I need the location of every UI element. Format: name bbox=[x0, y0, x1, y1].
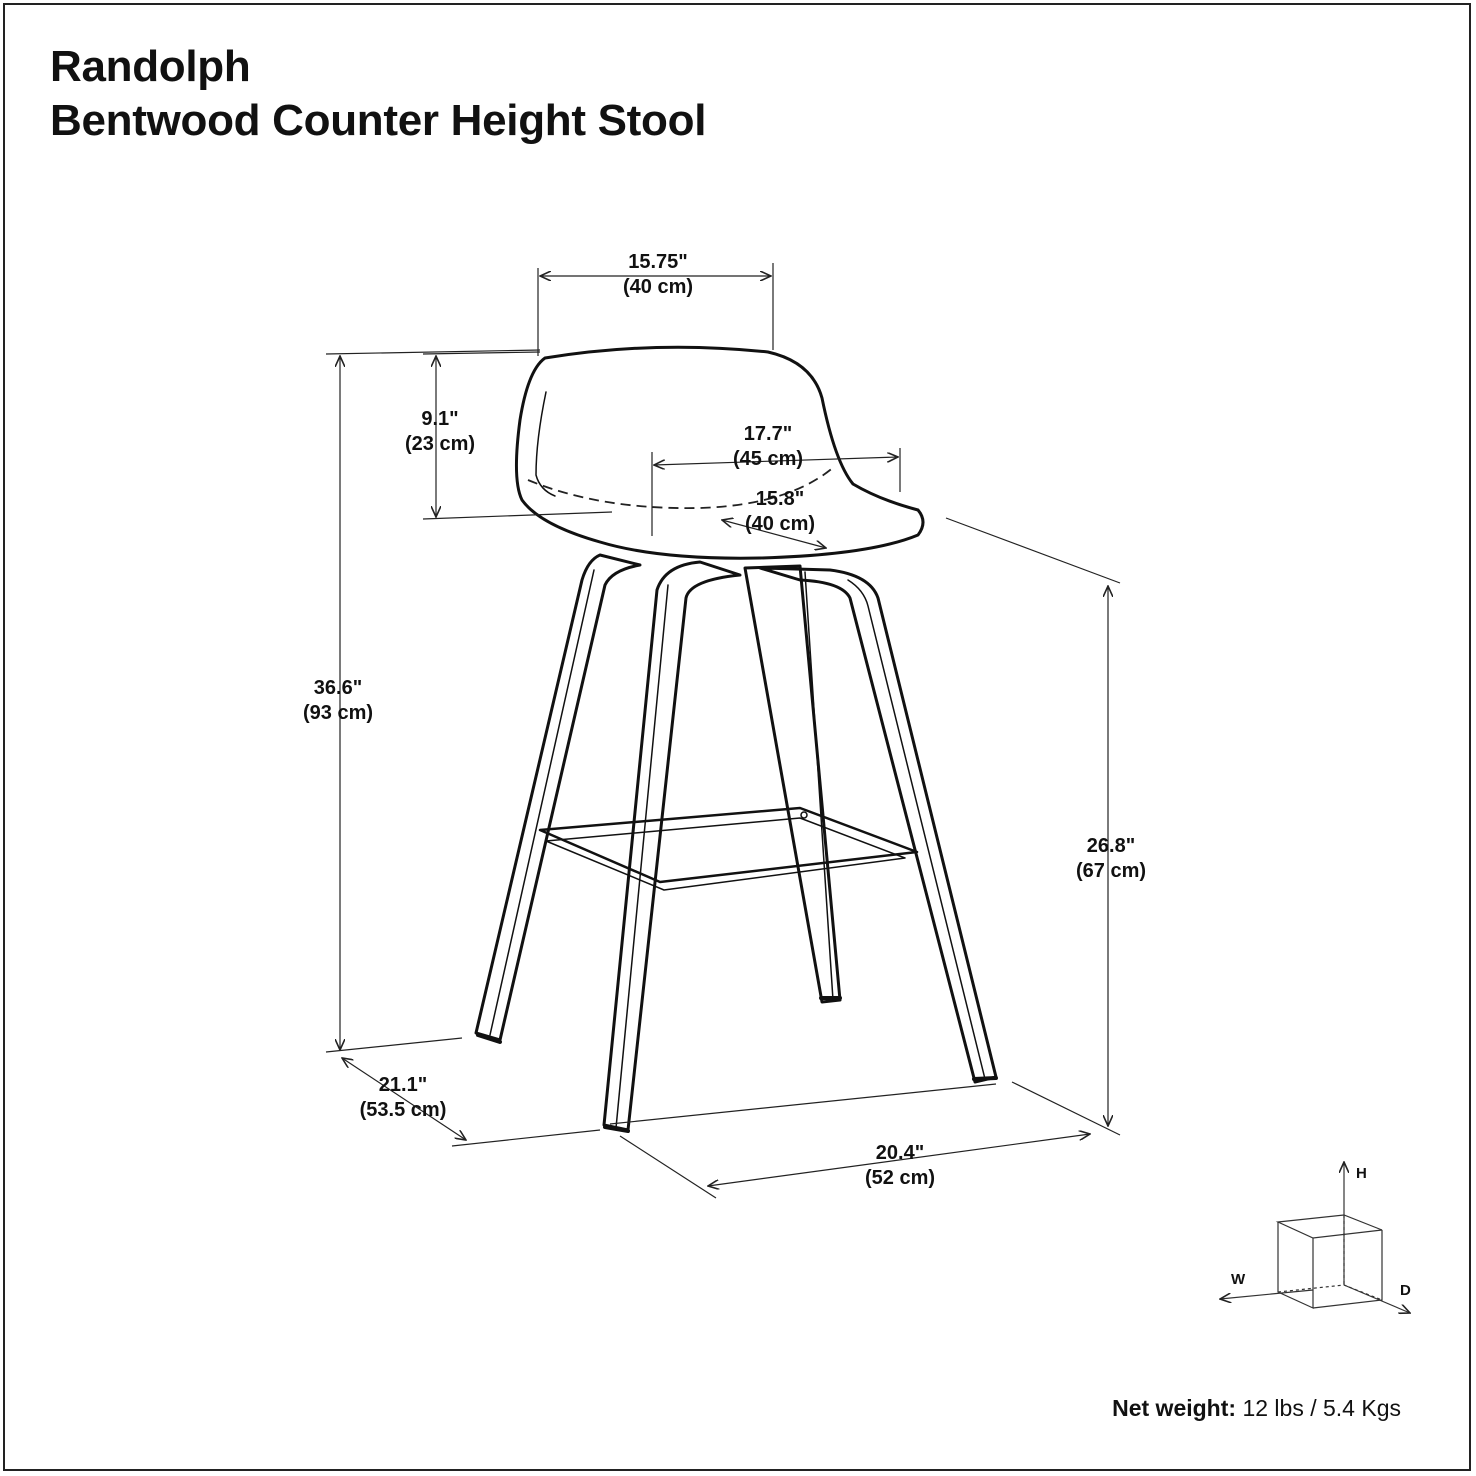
title-line-2: Bentwood Counter Height Stool bbox=[50, 96, 707, 145]
frame-border bbox=[3, 3, 1471, 1471]
axis-label-width: W bbox=[1231, 1271, 1246, 1288]
label-overall-height: 36.6" (93 cm) bbox=[302, 677, 374, 724]
net-weight-value: 12 lbs / 5.4 Kgs bbox=[1236, 1395, 1401, 1421]
net-weight: Net weight: 12 lbs / 5.4 Kgs bbox=[1112, 1395, 1401, 1422]
axis-label-depth: D bbox=[1400, 1282, 1411, 1299]
seat-contour-dashed bbox=[527, 465, 836, 510]
label-seat-depth: 15.8" (40 cm) bbox=[744, 488, 816, 535]
dim-seat-depth bbox=[722, 520, 826, 548]
net-weight-label: Net weight: bbox=[1112, 1395, 1237, 1421]
axis-label-height: H bbox=[1356, 1165, 1367, 1182]
dimension-lines bbox=[325, 263, 1121, 1199]
seat-shell bbox=[514, 345, 925, 560]
seat-inner-rim bbox=[535, 391, 556, 497]
dim-width bbox=[708, 1134, 1090, 1186]
axis-width-arrow bbox=[1220, 1289, 1314, 1299]
footrest-bolt bbox=[800, 811, 808, 819]
footrest-ring bbox=[538, 806, 919, 884]
title-line-1: Randolph bbox=[50, 42, 251, 91]
label-seat-width: 17.7" (45 cm) bbox=[732, 423, 804, 470]
label-backrest-height: 9.1" (23 cm) bbox=[404, 408, 476, 455]
axis-depth-arrow bbox=[1343, 1284, 1410, 1313]
dim-seat-width bbox=[654, 457, 898, 465]
leg-back-left bbox=[743, 564, 842, 1004]
label-depth: 21.1" (53.5 cm) bbox=[359, 1074, 447, 1121]
stool-outline bbox=[474, 345, 998, 1133]
dim-depth bbox=[342, 1058, 466, 1140]
product-title: Randolph Bentwood Counter Height Stool bbox=[50, 40, 706, 148]
axis-legend-cube bbox=[1220, 1162, 1410, 1313]
label-seat-height: 26.8" (67 cm) bbox=[1075, 835, 1147, 882]
label-backrest-width: 15.75" (40 cm) bbox=[622, 251, 694, 298]
label-width: 20.4" (52 cm) bbox=[864, 1142, 936, 1189]
leg-front-center bbox=[602, 560, 742, 1132]
leg-front-left bbox=[474, 553, 642, 1042]
